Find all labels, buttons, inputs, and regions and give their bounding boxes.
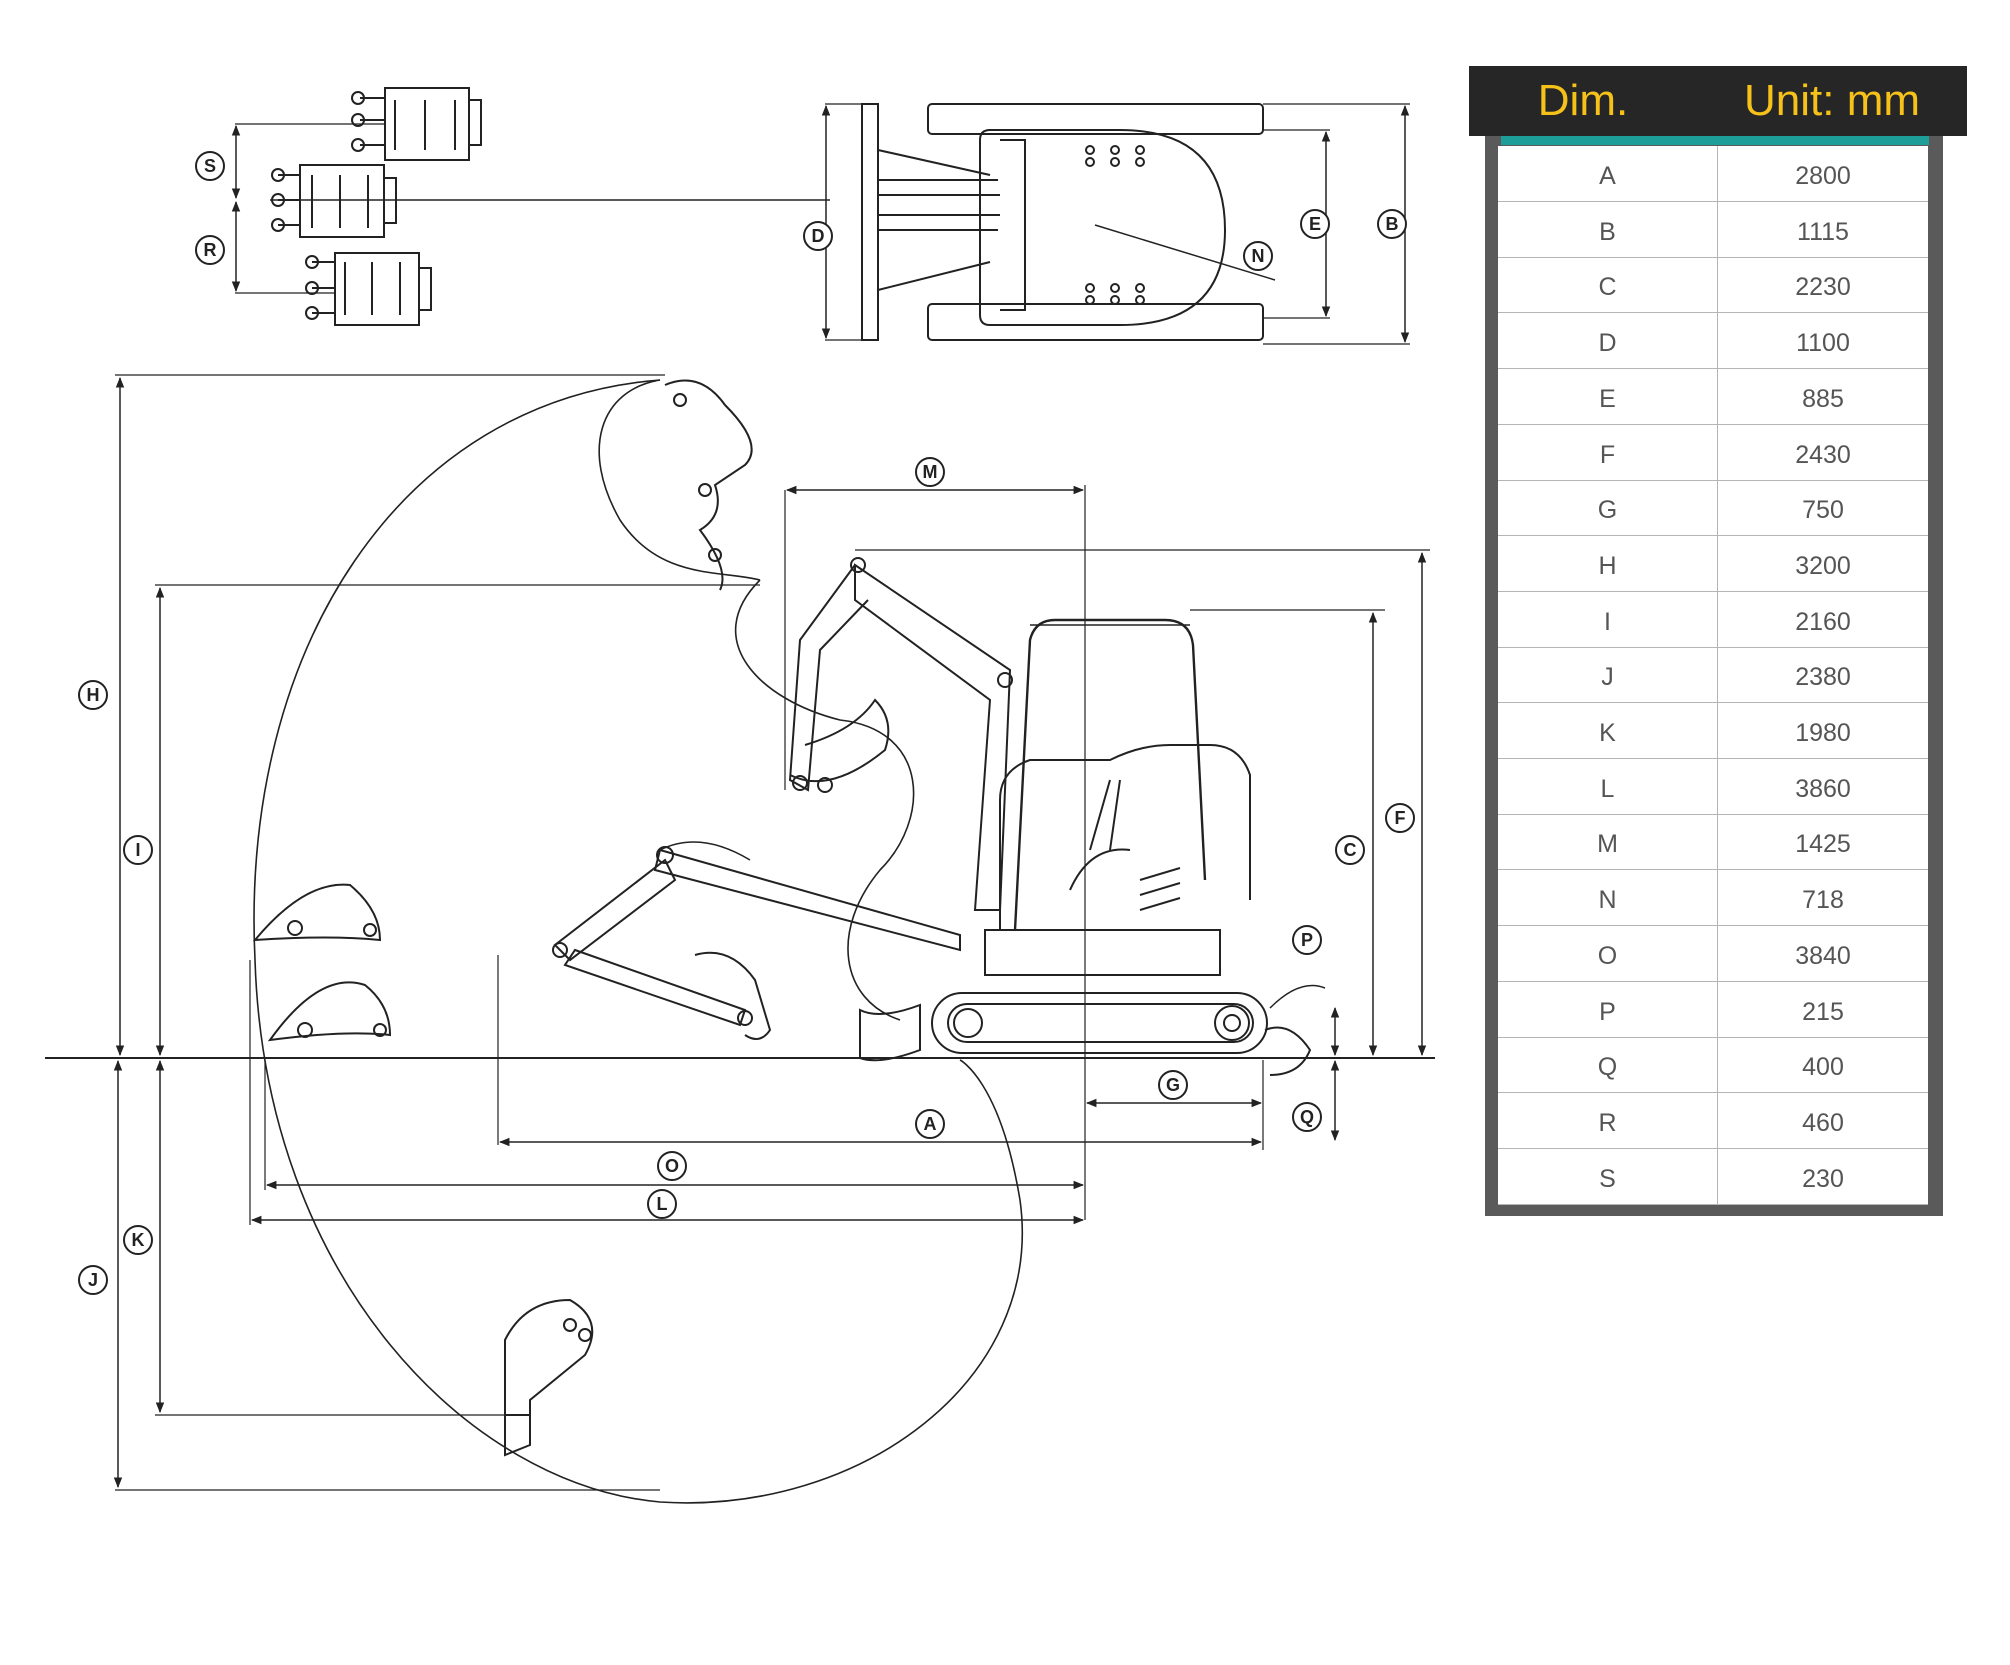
- dim-label-s: S: [204, 156, 216, 176]
- dim-label-e: E: [1309, 214, 1321, 234]
- cell-value: 3840: [1795, 941, 1851, 970]
- cell-dimension: I: [1498, 591, 1718, 647]
- dim-label-m: M: [923, 462, 938, 482]
- working-range-envelope: [253, 379, 1023, 1504]
- cell-dimension: N: [1498, 870, 1718, 926]
- machine-side-view: [252, 379, 1326, 1457]
- cell-value: 1980: [1795, 719, 1851, 747]
- table-row: A 2800: [1498, 146, 1928, 202]
- table-row: S 230: [1498, 1148, 1928, 1205]
- cell-dimension: K: [1498, 703, 1718, 758]
- dim-label-b: B: [1386, 214, 1399, 234]
- cell-value: 1425: [1795, 830, 1851, 859]
- table-row: K 1980: [1498, 703, 1928, 759]
- table-row: H 3200: [1498, 535, 1928, 592]
- table-row: E 885: [1498, 368, 1928, 425]
- cell-value: 2380: [1795, 663, 1851, 692]
- dim-label-q: Q: [1300, 1107, 1314, 1127]
- cell-dimension: E: [1498, 368, 1718, 424]
- table-row: J 2380: [1498, 647, 1928, 704]
- cell-dimension: R: [1498, 1092, 1718, 1148]
- dim-label-c: C: [1344, 840, 1357, 860]
- cell-value: 2230: [1795, 273, 1851, 302]
- cell-dimension: P: [1498, 981, 1718, 1037]
- header-dim: Dim.: [1537, 76, 1629, 125]
- table-row: N 718: [1498, 870, 1928, 927]
- dim-label-l: L: [657, 1194, 668, 1214]
- bucket-top-views: [270, 87, 830, 326]
- cell-dimension: Q: [1498, 1037, 1718, 1093]
- dim-label-f: F: [1395, 808, 1406, 828]
- dim-label-p: P: [1301, 930, 1313, 950]
- cell-dimension: J: [1498, 647, 1718, 703]
- cell-value: 3200: [1795, 551, 1851, 580]
- table-header: Dim. Unit: mm: [1469, 66, 1967, 136]
- dim-label-a: A: [924, 1114, 937, 1134]
- dim-label-g: G: [1166, 1075, 1180, 1095]
- cell-dimension: O: [1498, 925, 1718, 981]
- cell-dimension: H: [1498, 535, 1718, 591]
- table-row: O 3840: [1498, 925, 1928, 982]
- table-row: M 1425: [1498, 814, 1928, 871]
- cell-dimension: B: [1498, 201, 1718, 257]
- cell-dimension: L: [1498, 758, 1718, 814]
- cell-dimension: A: [1498, 146, 1718, 201]
- cell-value: 2800: [1795, 162, 1851, 190]
- cell-value: 750: [1802, 496, 1844, 525]
- cell-dimension: M: [1498, 814, 1718, 870]
- cell-dimension: S: [1498, 1148, 1718, 1204]
- header-unit: Unit: mm: [1744, 76, 1920, 125]
- cell-value: 3860: [1795, 774, 1851, 803]
- table-row: P 215: [1498, 981, 1928, 1038]
- cell-value: 718: [1802, 886, 1844, 915]
- dim-label-h: H: [87, 685, 100, 705]
- cell-value: 2430: [1795, 440, 1851, 469]
- excavator-dimension-drawing: S R D E B N H I K J M F C P Q G A O L: [45, 87, 1435, 1504]
- cell-value: 230: [1802, 1164, 1844, 1193]
- table-row: C 2230: [1498, 257, 1928, 314]
- cell-dimension: G: [1498, 480, 1718, 536]
- table-row: D 1100: [1498, 313, 1928, 370]
- table-row: B 1115: [1498, 201, 1928, 258]
- table-row: L 3860: [1498, 758, 1928, 815]
- dim-label-o: O: [665, 1156, 679, 1176]
- dim-label-n: N: [1252, 246, 1265, 266]
- cell-dimension: F: [1498, 424, 1718, 480]
- dim-label-d: D: [812, 226, 825, 246]
- dim-label-j: J: [88, 1270, 98, 1290]
- cell-value: 2160: [1795, 607, 1851, 636]
- dim-label-i: I: [135, 840, 140, 860]
- machine-top-view: [861, 103, 1276, 341]
- table-row: R 460: [1498, 1092, 1928, 1149]
- cell-dimension: D: [1498, 313, 1718, 369]
- cell-dimension: C: [1498, 257, 1718, 313]
- table-row: G 750: [1498, 480, 1928, 537]
- table-row: I 2160: [1498, 591, 1928, 648]
- dim-label-k: K: [132, 1230, 145, 1250]
- cell-value: 1115: [1797, 217, 1849, 246]
- table-row: F 2430: [1498, 424, 1928, 481]
- cell-value: 460: [1802, 1108, 1844, 1137]
- cell-value: 885: [1802, 384, 1844, 413]
- header-accent-bar: [1501, 136, 1929, 145]
- cell-value: 400: [1802, 1053, 1844, 1082]
- table-row: Q 400: [1498, 1037, 1928, 1094]
- cell-value: 215: [1802, 997, 1844, 1026]
- cell-value: 1100: [1796, 329, 1850, 358]
- dim-label-r: R: [204, 240, 217, 260]
